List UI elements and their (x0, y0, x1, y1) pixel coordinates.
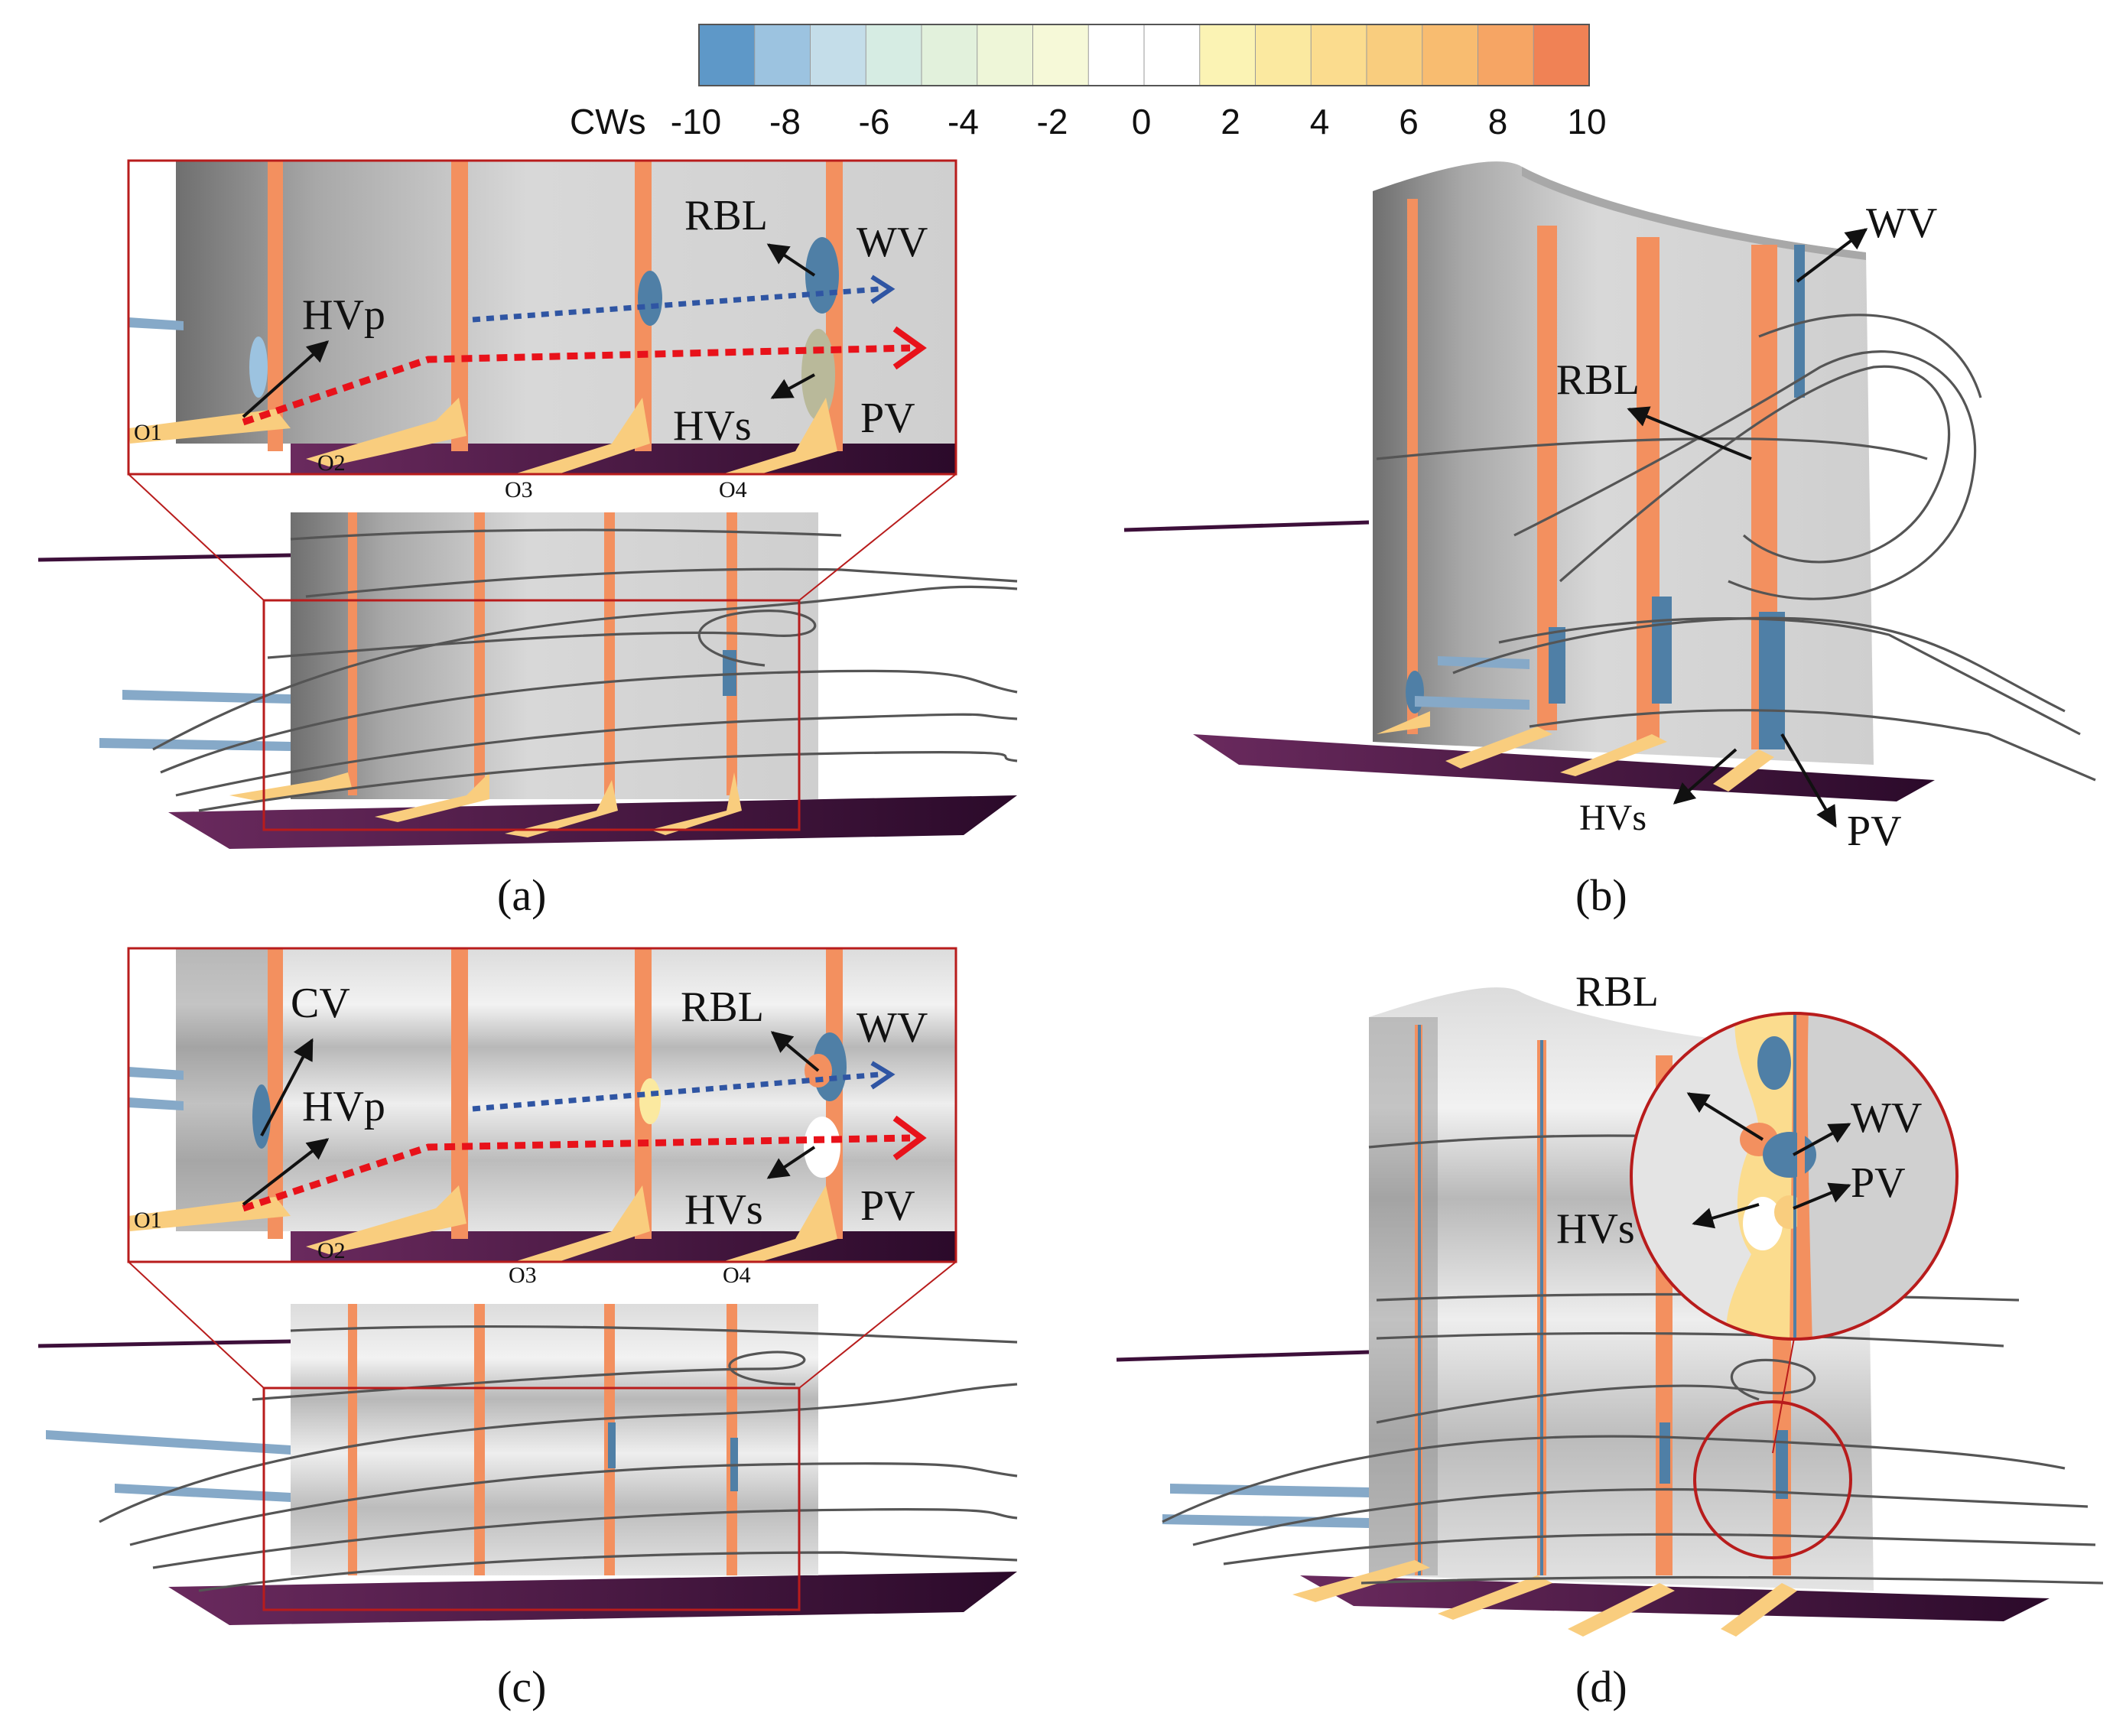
colorbar: CWs -10 -8 -6 -4 -2 0 2 4 6 8 10 (570, 24, 1607, 141)
label-wv: WV (857, 1004, 928, 1052)
label-rbl: RBL (684, 192, 768, 239)
label-pv: PV (1851, 1159, 1906, 1207)
colorbar-tick-label: -4 (948, 102, 979, 141)
label-rbl: RBL (681, 983, 764, 1031)
label-rbl: RBL (1556, 356, 1640, 404)
blade-surface (1373, 161, 1874, 766)
colorbar-swatch (1366, 24, 1423, 86)
colorbar-tick-label: 0 (1132, 102, 1152, 141)
panel-d-magnified-view (1630, 1012, 1959, 1341)
colorbar-swatch (1533, 24, 1590, 86)
panel-c-blade-view (37, 1261, 1018, 1625)
label-wv: WV (857, 219, 928, 266)
panel-b: WV RBL HVs PV (b) (1123, 161, 2096, 920)
slice-label-o1: O1 (134, 420, 162, 445)
colorbar-swatch (1310, 24, 1367, 86)
label-cv: CV (291, 980, 350, 1027)
caption-b: (b) (1575, 870, 1627, 920)
colorbar-swatch (810, 24, 867, 86)
slice-label-o1: O1 (134, 1208, 162, 1233)
panel-c: CV HVp RBL WV HVs PV O1 O2 O3 O4 (c) (37, 947, 1018, 1712)
panel-a-zoom-inset: HVp RBL WV HVs PV O1 O2 O3 O4 (127, 159, 957, 502)
panel-d: RBL WV PV HVs (d) (1116, 968, 2104, 1712)
colorbar-swatch (1422, 24, 1479, 86)
slice-label-o3: O3 (505, 477, 533, 502)
colorbar-ticks: -10 -8 -6 -4 -2 0 2 4 6 8 10 (671, 102, 1607, 141)
colorbar-tick-label: 4 (1310, 102, 1330, 141)
focus-circle (1693, 1400, 1852, 1559)
colorbar-tick-label: -2 (1037, 102, 1068, 141)
colorbar-swatch (1477, 24, 1535, 86)
label-hvp: HVp (302, 291, 385, 339)
colorbar-swatch (1199, 24, 1256, 86)
label-hvs: HVs (1579, 798, 1647, 838)
label-wv: WV (1866, 200, 1937, 247)
slice-label-o3: O3 (509, 1263, 537, 1288)
colorbar-swatches (698, 24, 1590, 86)
colorbar-tick-label: 2 (1221, 102, 1240, 141)
label-pv: PV (1847, 808, 1902, 855)
colorbar-tick-label: -10 (671, 102, 721, 141)
colorbar-tick-label: 6 (1399, 102, 1419, 141)
label-hvp: HVp (302, 1083, 385, 1130)
label-pv: PV (860, 395, 915, 442)
colorbar-swatch (698, 24, 756, 86)
slice-label-o2: O2 (317, 1238, 346, 1263)
hub-surface (168, 795, 1017, 849)
colorbar-tick-label: -8 (769, 102, 801, 141)
slice-label-o2: O2 (317, 450, 346, 476)
panel-a-blade-view (37, 473, 1018, 849)
colorbar-label: CWs (570, 102, 646, 141)
caption-a: (a) (497, 870, 546, 920)
hub-line (37, 553, 291, 562)
label-wv: WV (1851, 1094, 1922, 1142)
colorbar-tick-label: 10 (1567, 102, 1606, 141)
caption-d: (d) (1575, 1662, 1627, 1712)
label-hvs: HVs (1556, 1205, 1635, 1253)
panel-c-zoom-inset: CV HVp RBL WV HVs PV O1 O2 O3 O4 (127, 947, 957, 1288)
colorbar-tick-label: 8 (1488, 102, 1508, 141)
colorbar-swatch (1087, 24, 1145, 86)
colorbar-swatch (754, 24, 811, 86)
colorbar-swatch (977, 24, 1034, 86)
zoom-region-frame (262, 599, 801, 831)
colorbar-frame (698, 24, 1590, 86)
colorbar-swatch (1032, 24, 1090, 86)
slice-label-o4: O4 (723, 1263, 751, 1288)
caption-c: (c) (497, 1662, 546, 1712)
pv-path (242, 344, 911, 426)
slice-label-o4: O4 (719, 477, 747, 502)
label-hvs: HVs (673, 402, 752, 450)
panel-a: HVp RBL WV HVs PV O1 O2 O3 O4 (a) (37, 159, 1018, 920)
colorbar-tick-label: -6 (859, 102, 890, 141)
colorbar-swatch (1143, 24, 1201, 86)
label-pv: PV (860, 1182, 915, 1230)
colorbar-swatch (921, 24, 978, 86)
label-rbl: RBL (1575, 968, 1659, 1016)
colorbar-swatch (865, 24, 922, 86)
hub-surface (1193, 734, 1935, 801)
hub-line (1123, 520, 1370, 532)
label-hvs: HVs (684, 1186, 763, 1234)
zoom-inset-frame (127, 159, 957, 476)
colorbar-swatch (1255, 24, 1312, 86)
